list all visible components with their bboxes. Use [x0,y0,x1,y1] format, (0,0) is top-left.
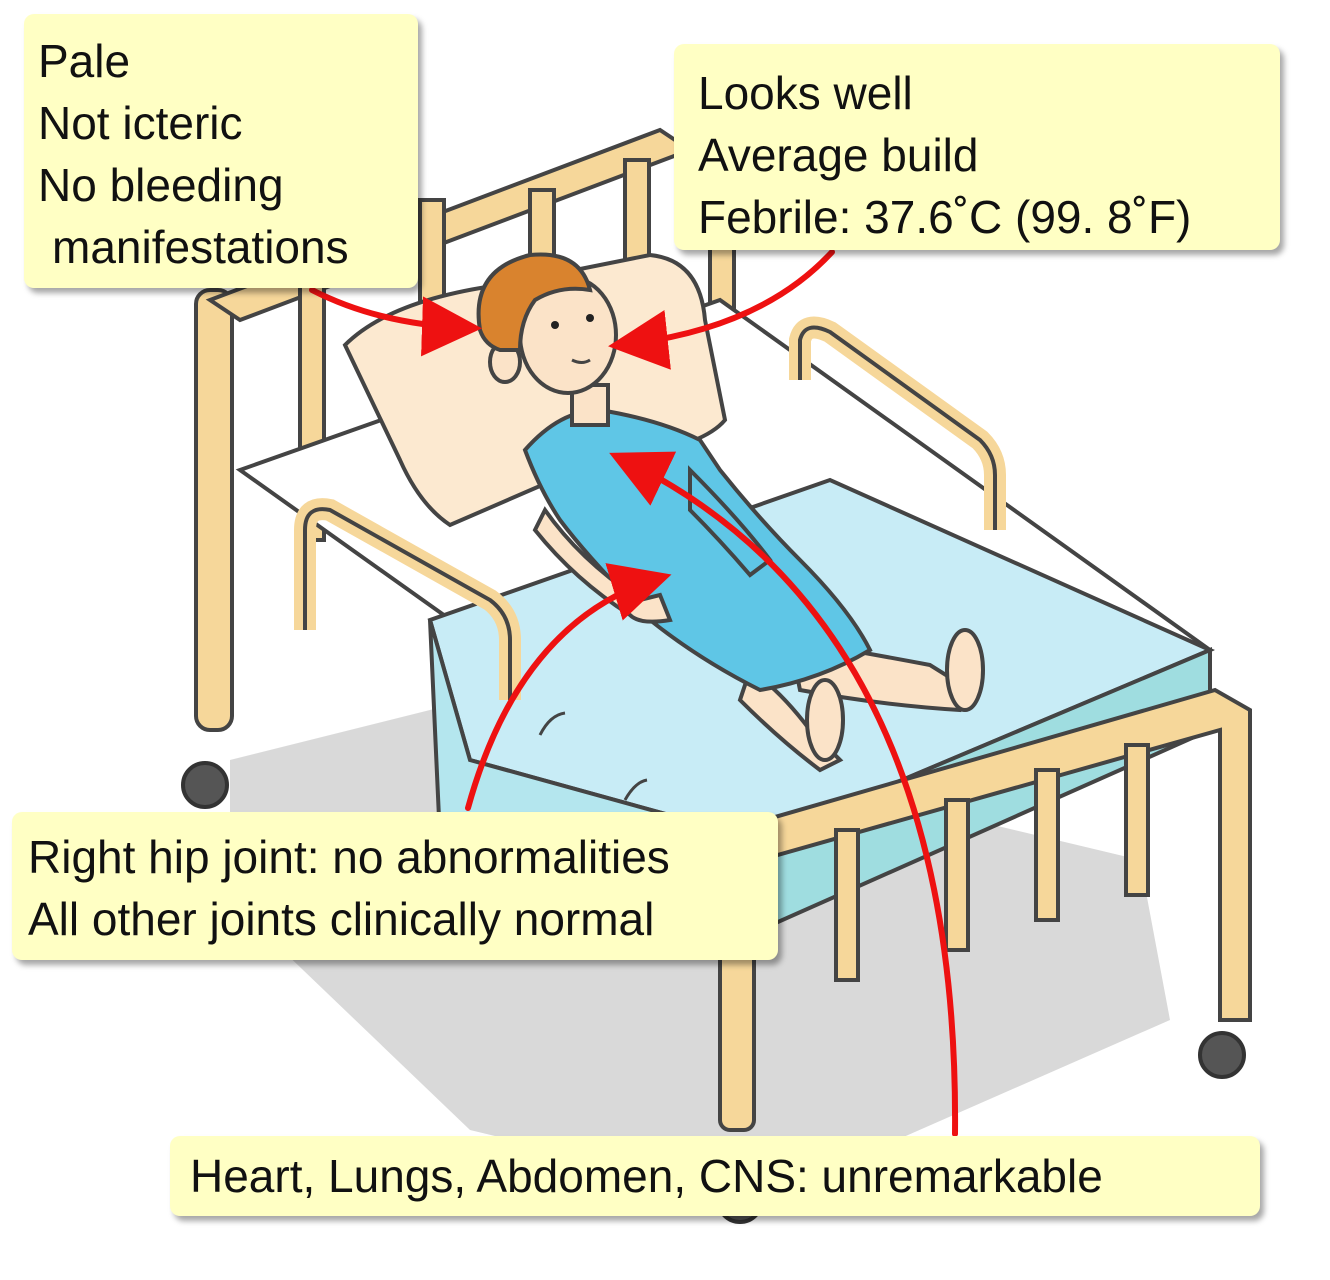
right-foot [805,678,845,762]
callout-joints: Right hip joint: no abnormalities All ot… [12,812,778,960]
arrow-to-head-left [309,287,482,357]
arrow-to-hip [465,563,672,811]
appearance-line-2: Not icteric [38,97,243,149]
arrow-to-face [608,249,835,370]
hair [476,252,593,352]
systems-line-1: Heart, Lungs, Abdomen, CNS: unremarkable [190,1150,1103,1202]
joints-line-1: Right hip joint: no abnormalities [28,831,670,883]
arrow-to-chest [609,451,959,1137]
appearance-line-3: No bleeding [38,159,284,211]
callout-general: Looks well Average build Febrile: 37.6˚C… [674,44,1280,250]
left-arm [688,465,773,578]
general-line-3: Febrile: 37.6˚C (99. 8˚F) [698,191,1192,243]
side-rail-right [789,316,1006,530]
appearance-line-4: manifestations [52,221,349,273]
left-foot [945,628,985,712]
appearance-line-1: Pale [38,35,131,87]
pointer-arrows [309,249,959,1137]
callout-appearance: Pale Not icteric No bleeding manifestati… [24,14,418,288]
joints-line-2: All other joints clinically normal [28,893,655,945]
side-rail-left [294,498,521,700]
general-line-1: Looks well [698,67,913,119]
callout-systems: Heart, Lungs, Abdomen, CNS: unremarkable [170,1136,1260,1216]
general-line-2: Average build [698,129,979,181]
